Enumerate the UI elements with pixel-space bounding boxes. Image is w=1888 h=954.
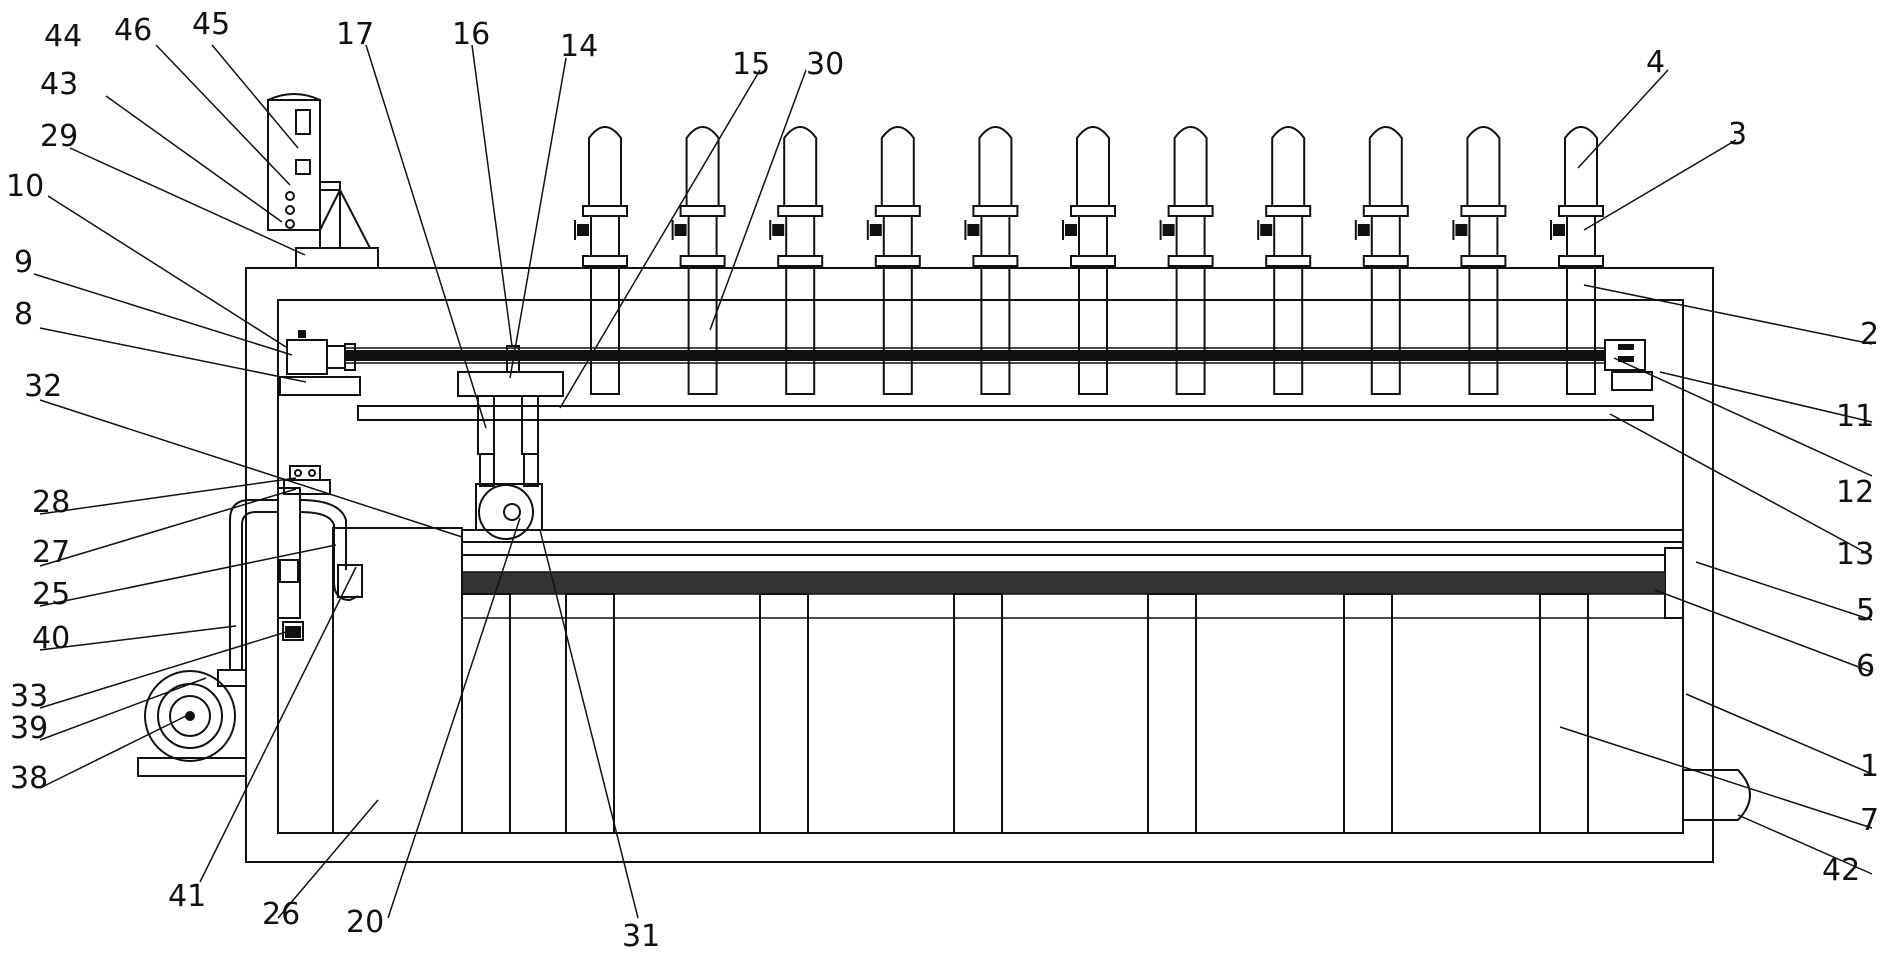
label-20: 20 (346, 905, 384, 940)
pump-system (137, 465, 363, 777)
label-3: 3 (1728, 117, 1747, 152)
label-11: 11 (1836, 399, 1874, 434)
nozzle-assembly (671, 126, 726, 395)
tank-partition (461, 593, 511, 834)
leader-lines (33, 44, 1873, 919)
nozzle-assembly (1452, 126, 1507, 395)
lead-screw (345, 347, 1605, 364)
nozzle-array (574, 126, 1604, 395)
nozzle-assembly (866, 126, 921, 395)
label-14: 14 (560, 29, 598, 64)
nozzle-assembly (1062, 126, 1116, 395)
nozzle-assembly (769, 126, 824, 395)
tank-partition (1343, 593, 1393, 834)
nozzle-assembly (574, 126, 628, 395)
right-bearing (1604, 339, 1653, 391)
nozzle-assembly (1257, 126, 1312, 395)
label-26: 26 (262, 897, 300, 932)
label-1: 1 (1860, 749, 1879, 784)
label-27: 27 (32, 535, 70, 570)
label-31: 31 (622, 919, 660, 954)
reference-numerals: 45 46 44 43 29 10 9 8 32 28 27 25 40 33 … (6, 7, 1879, 954)
label-32: 32 (24, 369, 62, 404)
tank-partition (1539, 593, 1589, 834)
label-17: 17 (336, 17, 374, 52)
label-28: 28 (32, 485, 70, 520)
nozzle-assembly (1159, 126, 1214, 395)
left-drive-motor (279, 330, 361, 396)
nozzle-assembly (1354, 126, 1409, 395)
label-16: 16 (452, 17, 490, 52)
tank-partition (759, 593, 809, 834)
label-39: 39 (10, 711, 48, 746)
label-6: 6 (1856, 649, 1875, 684)
label-38: 38 (10, 761, 48, 796)
label-13: 13 (1836, 537, 1874, 572)
label-43: 43 (40, 67, 78, 102)
left-column (332, 527, 463, 834)
tank-compartments (461, 593, 1589, 834)
tank-partition (1147, 593, 1197, 834)
tank-partition (953, 593, 1003, 834)
label-29: 29 (40, 119, 78, 154)
nozzle-assembly (964, 126, 1019, 395)
cutting-wheel (478, 484, 534, 540)
guide-rail (357, 405, 1654, 421)
tank-partition (565, 593, 615, 834)
label-8: 8 (14, 297, 33, 332)
label-10: 10 (6, 169, 44, 204)
outlet (1683, 769, 1751, 821)
label-30: 30 (806, 47, 844, 82)
label-45: 45 (192, 7, 230, 42)
label-2: 2 (1860, 317, 1879, 352)
label-12: 12 (1836, 475, 1874, 510)
label-46: 46 (114, 13, 152, 48)
label-25: 25 (32, 577, 70, 612)
work-table (462, 529, 1684, 619)
label-15: 15 (732, 47, 770, 82)
label-33: 33 (10, 679, 48, 714)
nozzle-assembly (1550, 126, 1604, 395)
label-9: 9 (14, 245, 33, 280)
label-44: 44 (44, 19, 82, 54)
label-42: 42 (1822, 853, 1860, 888)
label-4: 4 (1646, 45, 1665, 80)
label-40: 40 (32, 621, 70, 656)
control-box (267, 93, 379, 269)
label-7: 7 (1860, 803, 1879, 838)
label-5: 5 (1856, 593, 1875, 628)
label-41: 41 (168, 879, 206, 914)
